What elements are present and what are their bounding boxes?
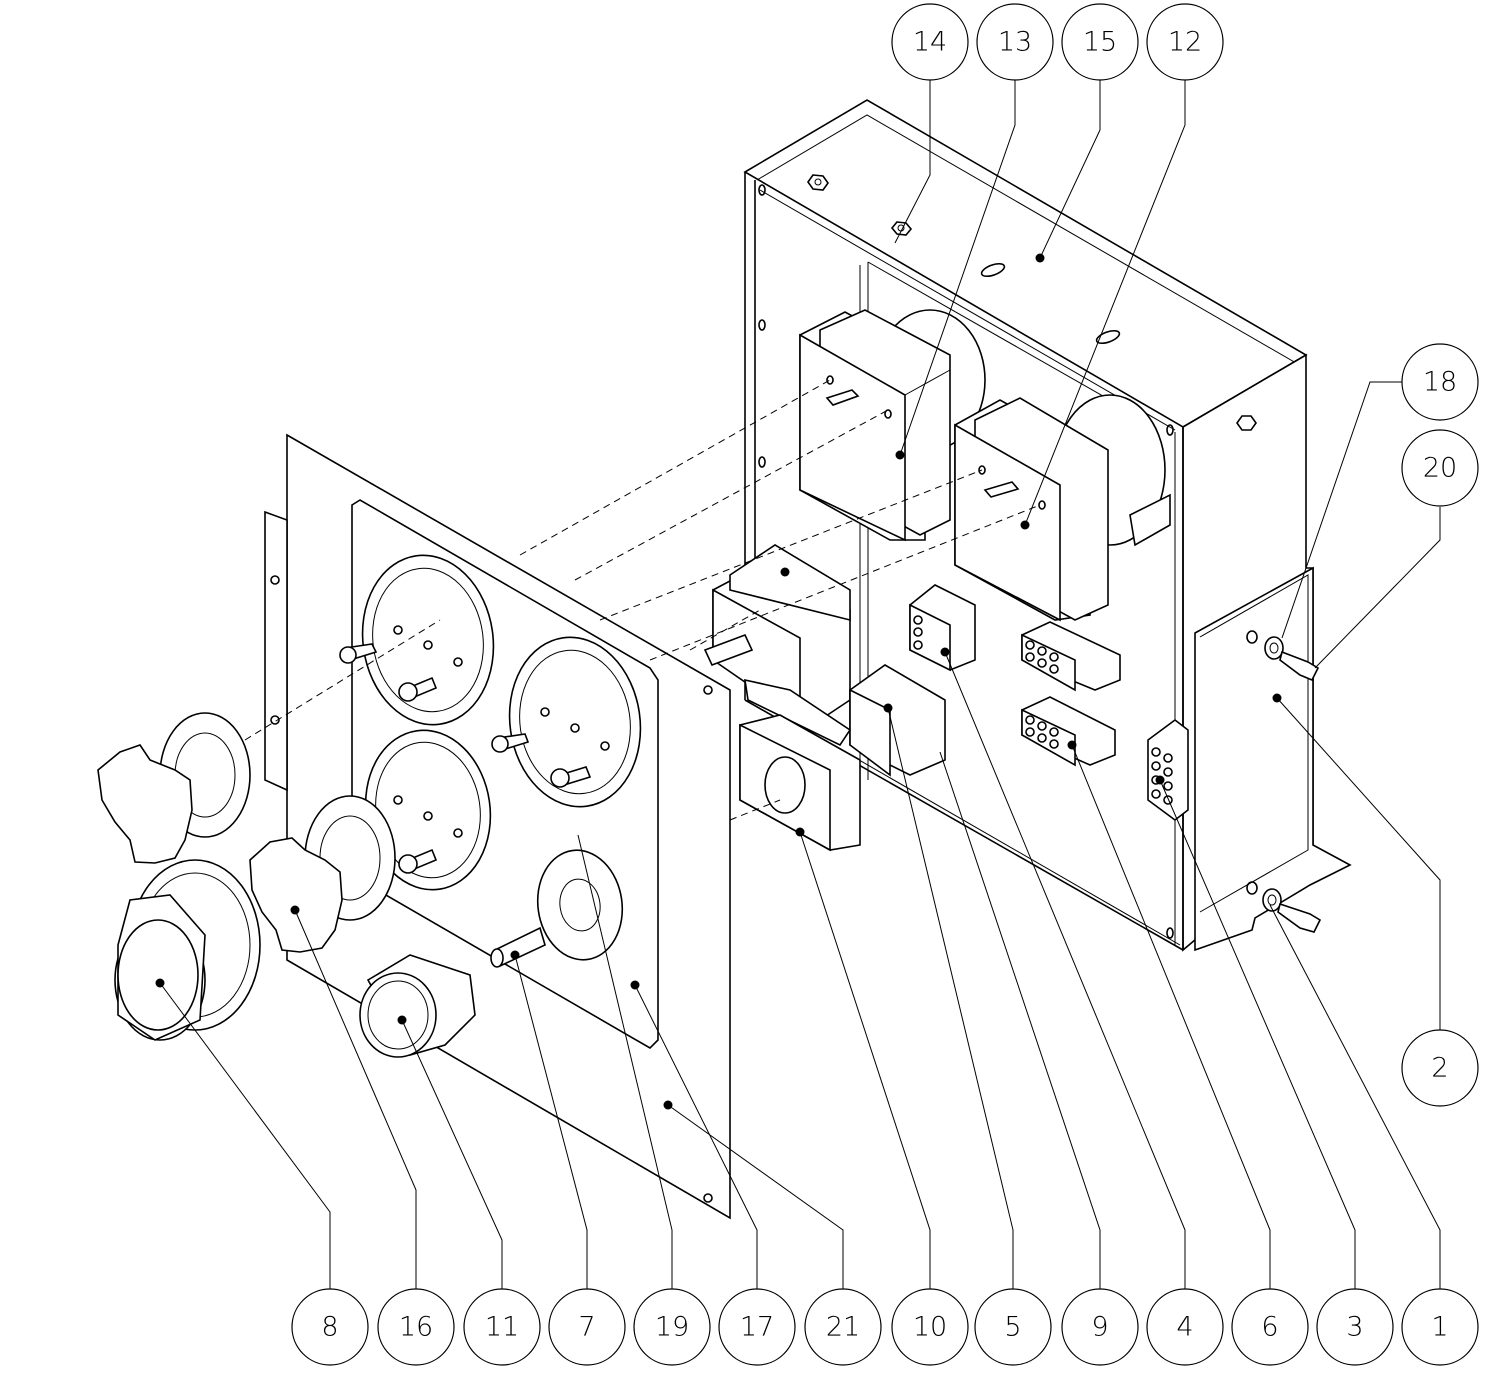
callout-1: 1 [1401,1288,1479,1366]
pin [490,926,546,968]
callout-13: 13 [976,3,1054,81]
rotary-switch-upper [799,309,986,542]
svg-text:5: 5 [1004,1312,1021,1343]
svg-text:14: 14 [913,27,947,58]
svg-text:9: 9 [1091,1312,1108,1343]
callout-17: 17 [718,1288,796,1366]
block-21 [739,714,861,852]
connector-6pin-upper [1021,621,1121,692]
connector-3pin [909,584,976,672]
callout-18: 18 [1401,343,1479,421]
callout-4: 4 [1146,1288,1224,1366]
callout-9: 9 [1061,1288,1139,1366]
bracket-screws [1262,636,1322,933]
svg-text:18: 18 [1423,367,1457,398]
contact-block-stack [703,544,946,777]
callout-8: 8 [291,1288,369,1366]
callout-3: 3 [1316,1288,1394,1366]
callout-bubbles-bottom: 8 16 11 7 19 17 21 10 5 9 4 6 3 1 [291,1288,1479,1366]
svg-text:7: 7 [578,1312,595,1343]
svg-text:16: 16 [399,1312,433,1343]
callout-16: 16 [377,1288,455,1366]
svg-text:19: 19 [655,1312,689,1343]
svg-text:1: 1 [1431,1312,1448,1343]
svg-text:2: 2 [1431,1053,1448,1084]
svg-text:11: 11 [485,1312,519,1343]
callout-12: 12 [1146,3,1224,81]
callout-7: 7 [548,1288,626,1366]
callout-5: 5 [974,1288,1052,1366]
svg-text:8: 8 [321,1312,338,1343]
svg-text:6: 6 [1261,1312,1278,1343]
svg-text:21: 21 [826,1312,860,1343]
svg-text:12: 12 [1168,27,1202,58]
svg-text:20: 20 [1423,453,1457,484]
callout-15: 15 [1061,3,1139,81]
callout-19: 19 [633,1288,711,1366]
callout-6: 6 [1231,1288,1309,1366]
assembly-lines [244,379,1041,821]
front-panel [264,433,731,1220]
callout-2: 2 [1401,1029,1479,1107]
connector-9pin [1147,718,1189,822]
rotary-switch-lower [954,394,1171,622]
callout-bubbles-right: 18 20 2 [1401,343,1479,1107]
connector-6pin-lower [1021,696,1116,767]
star-knob-lower [249,795,396,953]
callout-14: 14 [891,3,969,81]
callout-11: 11 [463,1288,541,1366]
svg-text:10: 10 [913,1312,947,1343]
pilot-light [359,954,476,1058]
callout-10: 10 [891,1288,969,1366]
leader-dots [155,253,1282,1110]
svg-text:17: 17 [740,1312,774,1343]
callout-bubbles-top: 14 13 15 12 [891,3,1224,81]
callout-21: 21 [804,1288,882,1366]
callout-20: 20 [1401,429,1479,507]
leader-lines [159,80,1441,1290]
svg-text:13: 13 [998,27,1032,58]
svg-text:4: 4 [1176,1312,1193,1343]
svg-text:3: 3 [1346,1312,1363,1343]
star-knob-upper [97,712,251,864]
push-button [114,859,261,1041]
svg-text:15: 15 [1083,27,1117,58]
